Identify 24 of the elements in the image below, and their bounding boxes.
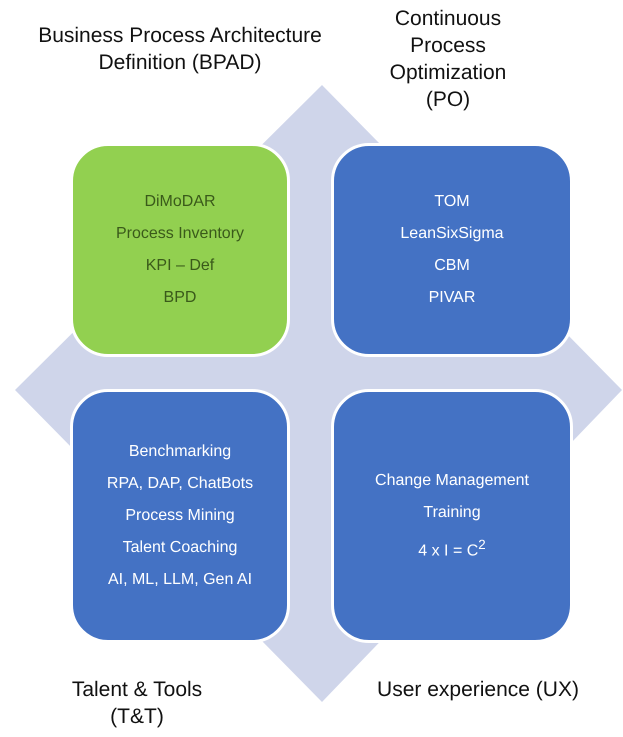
list-item: Benchmarking (128, 442, 232, 462)
list-item: PIVAR (428, 288, 476, 308)
list-item: 4 x I = C$^{2}$ (418, 536, 486, 562)
list-item: TOM (434, 192, 470, 212)
list-item: CBM (434, 256, 470, 276)
list-item: Training (423, 502, 481, 523)
list-item: Change Management (375, 470, 529, 491)
list-item: Process Inventory (116, 224, 244, 244)
list-item: LeanSixSigma (400, 224, 504, 244)
list-item: Talent Coaching (122, 538, 238, 558)
quadrant-heading: Business Process Architecture Definition (BPAD) (37, 23, 323, 76)
quadrant-heading: User experience (UX) (376, 677, 580, 703)
rounded-square (331, 389, 573, 643)
rounded-square (70, 389, 290, 643)
list-item: BPD (164, 288, 196, 308)
quadrant-heading: Continuous Process Optimization (PO) (388, 6, 508, 113)
rounded-square (331, 143, 573, 357)
rounded-square (70, 143, 290, 357)
list-item: DiMoDAR (144, 192, 216, 212)
list-item: KPI – Def (146, 256, 214, 276)
list-item: RPA, DAP, ChatBots (106, 474, 254, 494)
quadrant-heading: Talent & Tools (T&T) (70, 677, 204, 730)
list-item: Process Mining (125, 506, 235, 526)
list-item: AI, ML, LLM, Gen AI (108, 570, 252, 590)
